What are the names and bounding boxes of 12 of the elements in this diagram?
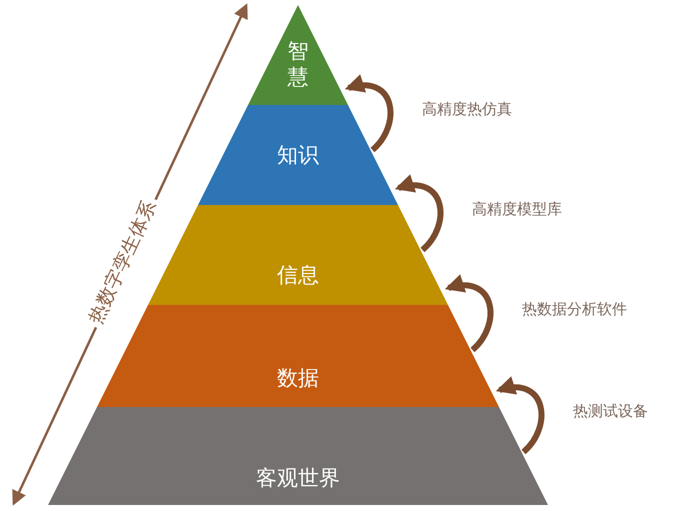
- layer-label: 数据: [276, 365, 320, 391]
- layer-label: 知识: [276, 142, 320, 168]
- curved-arrow: [344, 75, 394, 152]
- pyramid-layer: [248, 5, 348, 105]
- pyramid-layer: [48, 407, 548, 505]
- curved-arrow: [496, 377, 544, 454]
- curved-arrow: [444, 275, 494, 352]
- curved-arrow: [394, 175, 444, 252]
- pyramid-layer: [198, 105, 398, 205]
- layer-label: 客观世界: [255, 465, 341, 491]
- layer-label: 信息: [276, 262, 320, 288]
- layer-label: 智慧: [286, 38, 310, 90]
